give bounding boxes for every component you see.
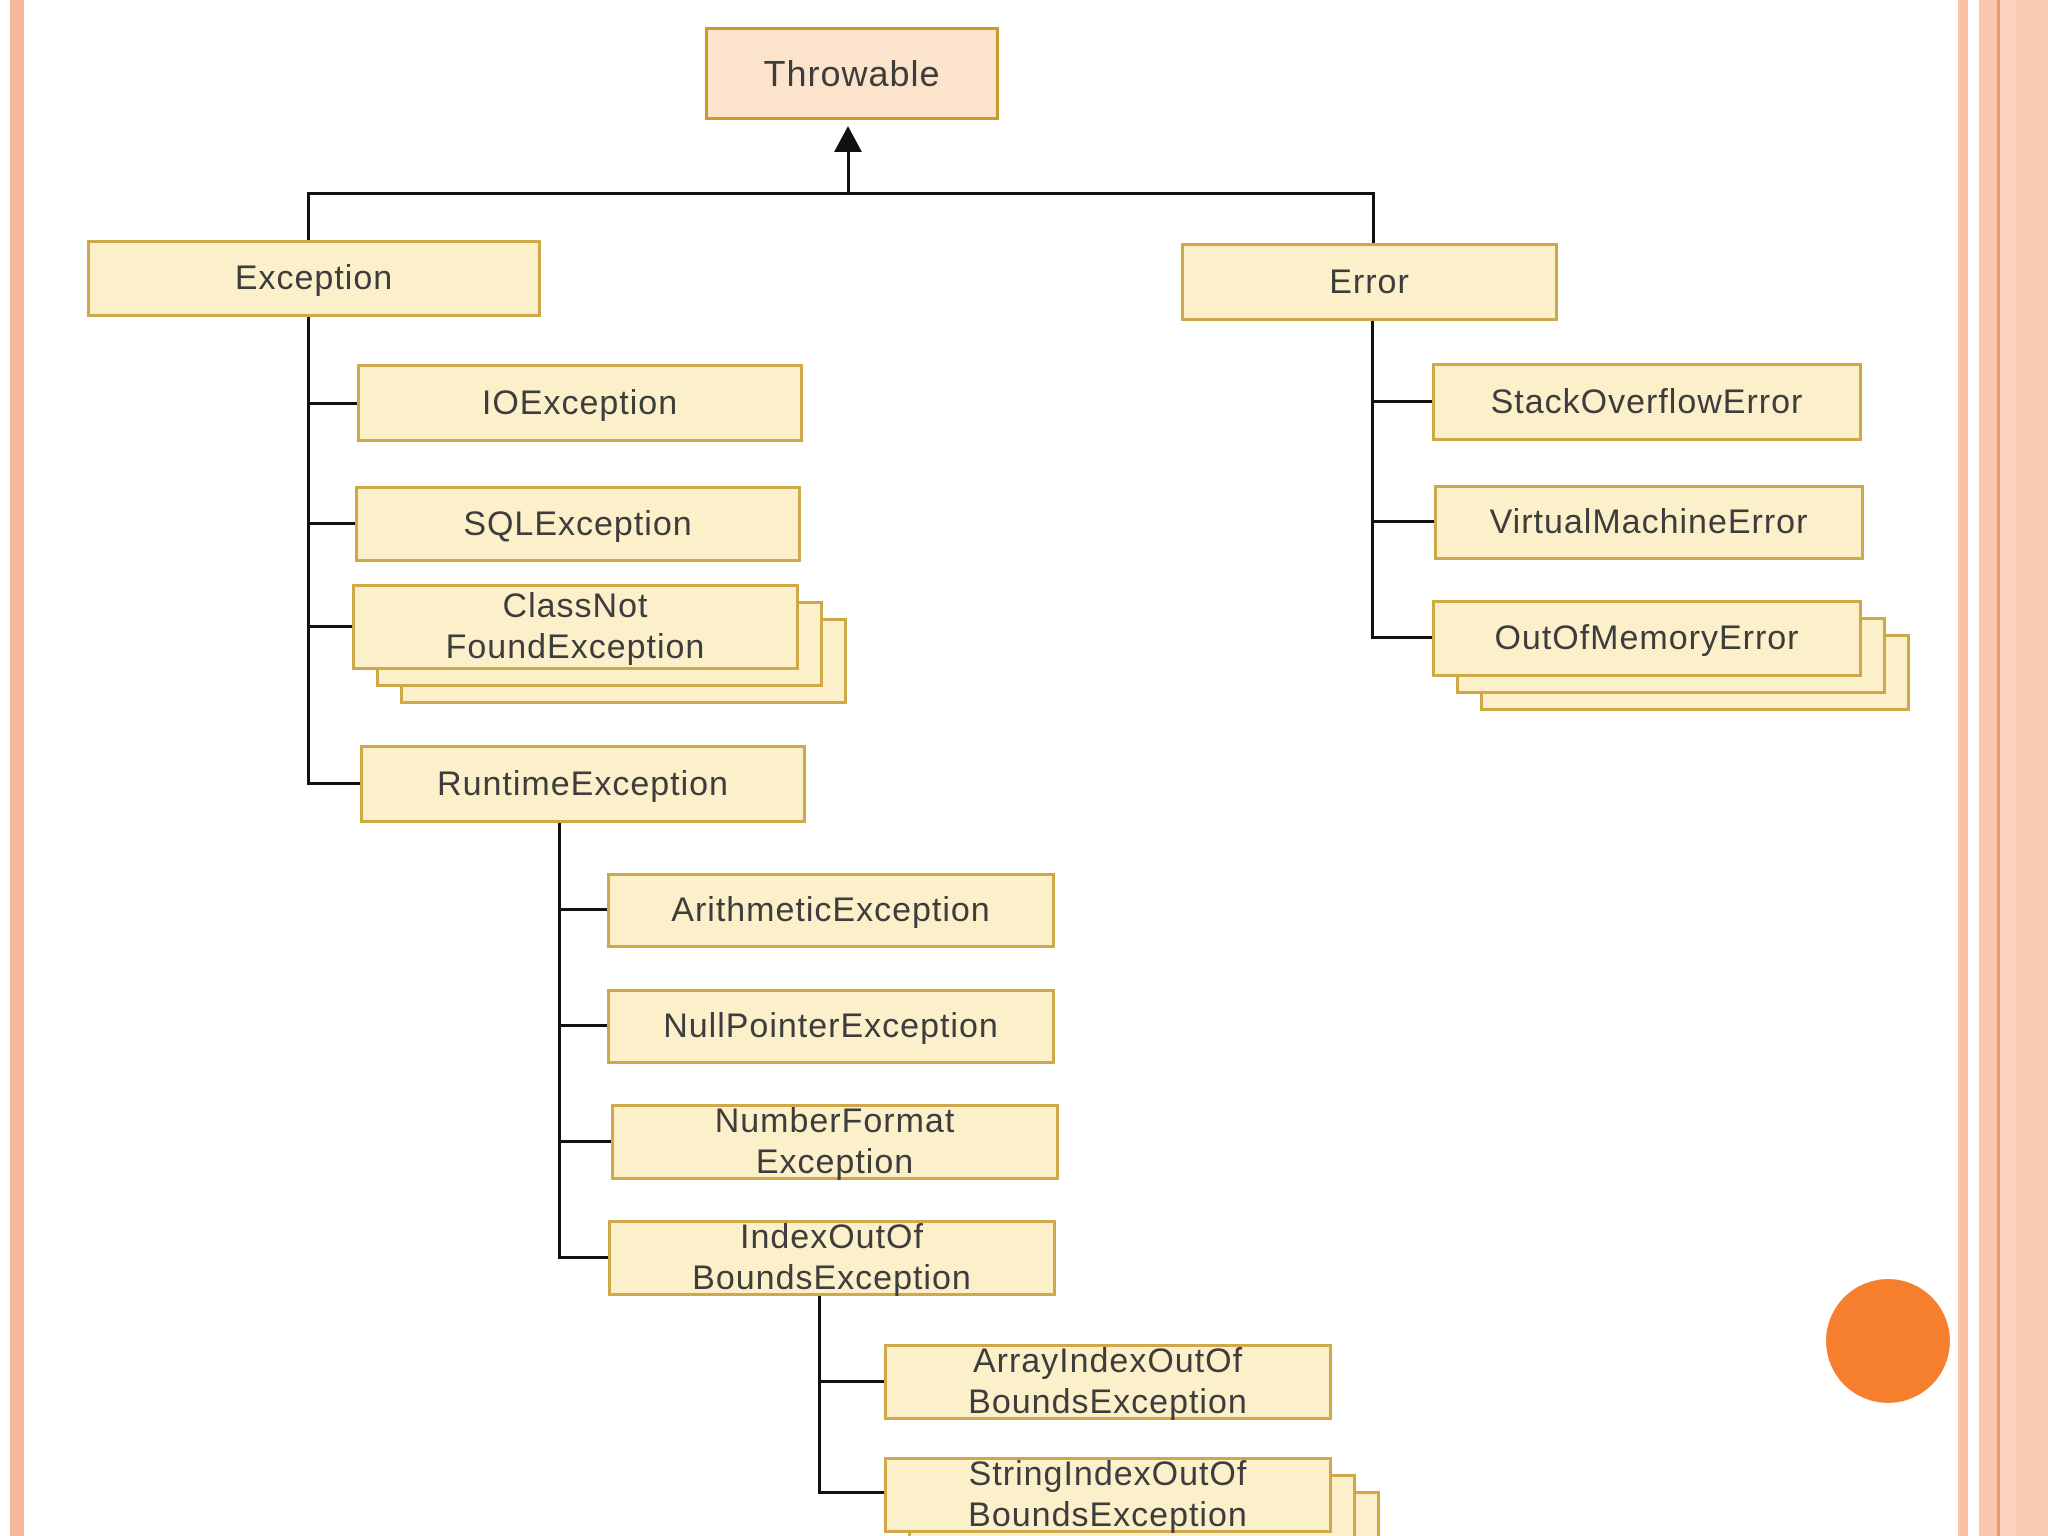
connector-branch-classnotfound — [307, 625, 354, 628]
node-virtualmachineerror-label: VirtualMachineError — [1489, 503, 1809, 542]
node-stackoverflowerror-label: StackOverflowError — [1490, 382, 1804, 421]
right-border-band-outer — [2016, 0, 2048, 1536]
right-border-band-light — [2000, 0, 2016, 1536]
node-runtimeexception-label: RuntimeException — [437, 764, 729, 803]
connector-branch-arithmetic — [558, 908, 609, 911]
node-ioexception: IOException — [357, 364, 803, 442]
node-classnotfoundexception-label: ClassNot FoundException — [445, 587, 706, 666]
connector-branch-virtualmachine — [1371, 520, 1436, 523]
connector-branch-indexoutofbounds — [558, 1256, 610, 1259]
node-error: Error — [1181, 243, 1558, 321]
right-border-band-line — [1997, 0, 2000, 1536]
connector-trunk-error — [1371, 319, 1374, 639]
node-outofmemoryerror: OutOfMemoryError — [1432, 600, 1862, 677]
node-virtualmachineerror: VirtualMachineError — [1434, 485, 1864, 560]
left-border-stripe — [10, 0, 24, 1536]
node-nullpointerexception-label: NullPointerException — [663, 1007, 999, 1046]
connector-branch-ioexception — [307, 402, 359, 405]
connector-branch-nullpointer — [558, 1024, 609, 1027]
node-sqlexception: SQLException — [355, 486, 801, 562]
connector-branch-stringindex — [818, 1491, 886, 1494]
node-arithmeticexception: ArithmeticException — [607, 873, 1055, 948]
orange-circle-decoration — [1826, 1279, 1950, 1403]
node-stringindexoutofboundsexception: StringIndexOutOf BoundsException — [884, 1455, 1332, 1534]
node-ioexception-label: IOException — [481, 383, 679, 422]
connector-branch-runtime — [307, 782, 362, 785]
node-numberformatexception-label: NumberFormat Exception — [714, 1102, 956, 1181]
connector-trunk-runtime — [558, 821, 561, 1259]
connector-throwable-stem — [847, 148, 850, 194]
arrowhead-to-throwable — [834, 126, 862, 152]
node-throwable-label: Throwable — [763, 52, 941, 94]
connector-branch-sqlexception — [307, 522, 357, 525]
node-arithmeticexception-label: ArithmeticException — [671, 891, 991, 930]
connector-top-bar — [307, 192, 1375, 195]
node-indexoutofboundsexception-label: IndexOutOf BoundsException — [692, 1218, 972, 1297]
node-numberformatexception: NumberFormat Exception — [611, 1102, 1059, 1181]
node-arrayindexoutofboundsexception-label: ArrayIndexOutOf BoundsException — [968, 1342, 1248, 1421]
node-exception: Exception — [87, 240, 541, 317]
node-arrayindexoutofboundsexception: ArrayIndexOutOf BoundsException — [884, 1342, 1332, 1421]
node-error-label: Error — [1329, 262, 1410, 301]
right-border-stripe-thin — [1958, 0, 1968, 1536]
connector-branch-stackoverflow — [1371, 400, 1434, 403]
node-sqlexception-label: SQLException — [463, 504, 693, 543]
node-exception-label: Exception — [234, 259, 394, 298]
node-stringindexoutofboundsexception-label: StringIndexOutOf BoundsException — [968, 1455, 1248, 1534]
connector-drop-error — [1372, 193, 1375, 245]
node-indexoutofboundsexception: IndexOutOf BoundsException — [608, 1218, 1056, 1297]
connector-trunk-indexoutofbounds — [818, 1294, 821, 1494]
connector-branch-outofmemory — [1371, 636, 1434, 639]
connector-trunk-exception — [307, 315, 310, 785]
node-runtimeexception: RuntimeException — [360, 745, 806, 823]
node-nullpointerexception: NullPointerException — [607, 989, 1055, 1064]
node-throwable: Throwable — [705, 27, 999, 120]
connector-branch-numberformat — [558, 1140, 613, 1143]
connector-drop-exception — [307, 193, 310, 242]
node-outofmemoryerror-label: OutOfMemoryError — [1494, 619, 1800, 658]
node-stackoverflowerror: StackOverflowError — [1432, 363, 1862, 441]
node-classnotfoundexception: ClassNot FoundException — [352, 584, 799, 670]
connector-branch-arrayindex — [818, 1380, 886, 1383]
